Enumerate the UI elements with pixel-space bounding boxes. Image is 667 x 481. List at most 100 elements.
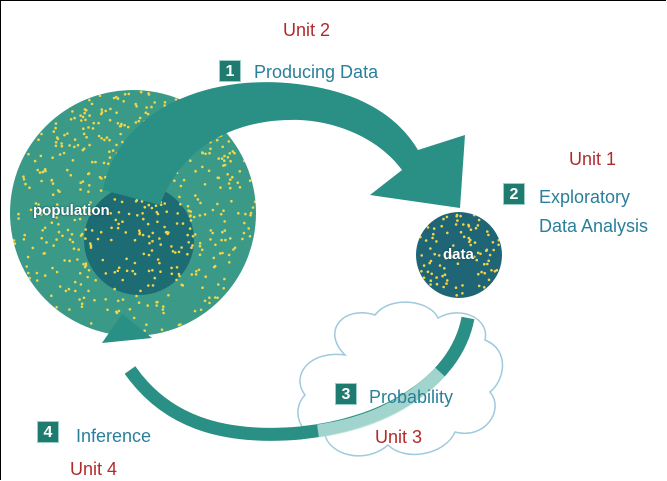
speckle-dot [435, 282, 439, 286]
speckle-dot [17, 212, 20, 216]
speckle-dot [163, 225, 166, 229]
speckle-dot [43, 274, 47, 277]
speckle-dot [492, 248, 496, 252]
speckle-dot [455, 213, 459, 217]
speckle-dot [229, 159, 232, 163]
speckle-dot [473, 255, 476, 259]
speckle-dot [143, 205, 147, 209]
speckle-dot [159, 270, 162, 274]
data-label: data [443, 246, 474, 263]
speckle-dot [84, 118, 87, 122]
speckle-dot [122, 100, 125, 103]
speckle-dot [35, 271, 39, 275]
speckle-dot [108, 138, 111, 142]
speckle-dot [445, 215, 449, 219]
speckle-dot [96, 237, 100, 241]
speckle-dot [180, 246, 183, 249]
speckle-dot [231, 175, 234, 179]
speckle-dot [433, 252, 437, 256]
unit1-label: Unit 1 [569, 149, 617, 169]
speckle-dot [467, 236, 471, 240]
speckle-dot [455, 294, 459, 297]
speckle-dot [137, 119, 141, 123]
speckle-dot [113, 287, 116, 291]
speckle-dot [94, 279, 97, 282]
speckle-dot [61, 234, 64, 238]
speckle-dot [238, 170, 242, 173]
speckle-dot [111, 149, 115, 152]
speckle-dot [430, 272, 434, 276]
speckle-dot [497, 238, 501, 242]
speckle-dot [190, 246, 193, 249]
speckle-dot [164, 231, 168, 234]
speckle-dot [182, 178, 186, 182]
speckle-dot [223, 159, 226, 162]
speckle-dot [51, 156, 54, 159]
speckle-dot [123, 92, 127, 96]
speckle-dot [459, 230, 463, 234]
speckle-dot [99, 189, 103, 192]
speckle-dot [121, 140, 124, 144]
speckle-dot [27, 152, 30, 156]
speckle-dot [198, 244, 202, 248]
speckle-dot [79, 188, 82, 191]
producing-data-arrow [103, 82, 465, 208]
speckle-dot [455, 252, 459, 256]
speckle-dot [219, 186, 222, 189]
speckle-dot [89, 322, 93, 325]
speckle-dot [63, 133, 66, 137]
speckle-dot [159, 203, 163, 207]
speckle-dot [54, 126, 57, 130]
speckle-dot [156, 220, 159, 224]
speckle-dot [170, 266, 173, 270]
speckle-dot [201, 286, 204, 290]
speckle-dot [43, 252, 46, 255]
speckle-dot [177, 272, 181, 276]
speckle-dot [420, 254, 424, 257]
speckle-dot [435, 240, 438, 243]
speckle-dot [117, 266, 121, 270]
speckle-dot [243, 221, 246, 225]
speckle-dot [192, 215, 196, 219]
speckle-dot [37, 203, 40, 206]
speckle-dot [485, 248, 489, 252]
speckle-dot [89, 244, 93, 247]
speckle-dot [249, 211, 253, 215]
speckle-dot [159, 243, 162, 246]
speckle-dot [82, 296, 86, 300]
speckle-dot [82, 132, 86, 136]
speckle-dot [175, 222, 179, 225]
speckle-dot [194, 169, 197, 173]
speckle-dot [189, 210, 192, 213]
speckle-dot [90, 229, 94, 232]
speckle-dot [33, 159, 37, 163]
speckle-dot [428, 261, 432, 265]
speckle-dot [115, 143, 118, 147]
speckle-dot [41, 229, 44, 232]
speckle-dot [488, 253, 492, 257]
speckle-dot [217, 176, 221, 180]
speckle-dot [54, 141, 58, 144]
speckle-dot [493, 270, 497, 273]
speckle-dot [68, 238, 72, 241]
speckle-dot [125, 257, 128, 261]
speckle-dot [482, 286, 486, 289]
speckle-dot [79, 283, 83, 286]
speckle-dot [73, 116, 76, 120]
speckle-dot [88, 114, 91, 117]
speckle-dot [195, 270, 198, 273]
speckle-dot [70, 233, 74, 236]
speckle-dot [57, 230, 61, 234]
speckle-dot [55, 136, 59, 139]
speckle-dot [151, 239, 154, 243]
speckle-dot [216, 296, 219, 300]
speckle-dot [223, 154, 226, 158]
speckle-dot [40, 179, 43, 183]
speckle-dot [452, 254, 456, 257]
speckle-dot [194, 194, 197, 197]
speckle-dot [162, 305, 165, 308]
speckle-dot [133, 261, 137, 265]
speckle-dot [161, 308, 165, 311]
